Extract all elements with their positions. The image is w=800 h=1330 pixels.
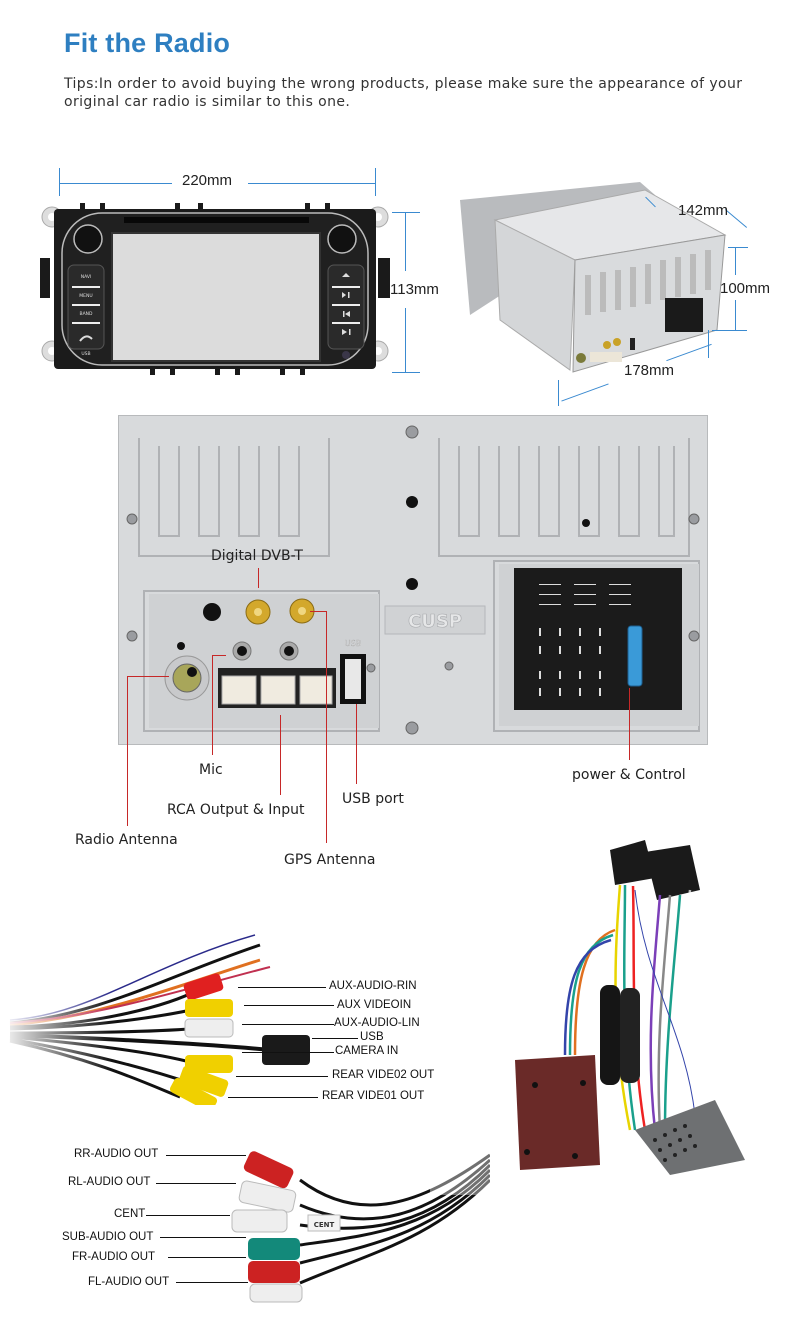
gps-antenna-label: GPS Antenna [284,852,376,868]
cent-tag: CENT [314,1221,335,1229]
aux-lin-leader [242,1024,334,1025]
usb-leader [312,1038,358,1039]
fl-leader [176,1282,248,1283]
rca-label: RCA Output & Input [167,802,305,818]
camera-in-label: CAMERA IN [335,1045,399,1057]
rear-video1-out-label: REAR VIDE01 OUT [322,1090,425,1102]
width-r-line-a [561,383,609,402]
usb-label: USB [360,1031,384,1043]
width-r-tick-a [558,380,559,406]
radio-antenna-callout-h [127,676,169,677]
mic-callout-h [212,655,226,656]
usb-emboss: USB [345,639,361,648]
radio-antenna-callout-v [127,676,128,826]
width-r-tick-b [708,330,709,358]
power-control-label: power & Control [572,767,686,783]
width-dimension-line-right [248,183,376,184]
aux-audio-lin-label: AUX-AUDIO-LIN [334,1017,420,1029]
head-unit-front-image: NAVI MENU BAND USB [40,203,390,375]
side-height-label: 100mm [720,280,771,297]
aux-rin-leader [238,987,326,988]
width-dimension-line-left [60,183,172,184]
usb-port-label: USB [81,351,90,357]
height-r-bottom [735,300,736,330]
navi-button-label: NAVI [81,274,92,280]
front-width-label: 220mm [182,172,233,189]
side-width-label: 178mm [624,362,675,379]
aux-videoin-label: AUX VIDEOIN [337,999,412,1011]
gps-callout-h [310,611,326,612]
height-tick-bottom [392,372,420,373]
height-line-top [405,213,406,271]
front-height-label: 113mm [390,281,439,298]
audio-harness-image: CENT [231,1135,490,1303]
rr-leader [166,1155,246,1156]
fr-leader [168,1257,246,1258]
usb-port-label: USB port [342,791,404,807]
cent-leader [146,1215,230,1216]
rear-video2-leader [236,1076,328,1077]
dvbt-callout [258,568,259,588]
rr-audio-out-label: RR-AUDIO OUT [74,1148,159,1160]
fr-audio-out-label: FR-AUDIO OUT [72,1251,156,1263]
height-r-top [735,247,736,275]
height-r-tick-top [728,247,748,248]
height-line-bottom [405,308,406,372]
mic-callout-v [212,655,213,755]
rca-callout [280,715,281,795]
rear-panel-image: CUSP USB [118,415,708,745]
height-r-tick-bottom [712,330,747,331]
menu-button-label: MENU [79,293,92,299]
height-tick-top [392,212,420,213]
cent-label: CENT [114,1208,146,1220]
dvbt-label: Digital DVB-T [211,548,303,564]
rear-video1-leader [228,1097,318,1098]
head-unit-rear-3d-image [460,182,727,373]
power-callout [629,688,630,760]
rl-audio-out-label: RL-AUDIO OUT [68,1176,151,1188]
rl-leader [156,1183,236,1184]
radio-antenna-label: Radio Antenna [75,832,178,848]
band-button-label: BAND [80,311,94,317]
iso-harness-image [515,840,745,1175]
rear-video2-out-label: REAR VIDE02 OUT [332,1069,435,1081]
width-tick-right [375,168,376,196]
camera-in-leader [242,1052,334,1053]
aux-audio-rin-label: AUX-AUDIO-RIN [329,980,417,992]
gps-callout-v [326,611,327,843]
fl-audio-out-label: FL-AUDIO OUT [88,1276,170,1288]
aux-videoin-leader [244,1005,334,1006]
width-tick-left [59,168,60,196]
side-depth-label: 142mm [678,202,729,219]
sub-leader [160,1237,246,1238]
usb-callout [356,704,357,784]
mic-label: Mic [199,762,223,778]
tips-text: Tips:In order to avoid buying the wrong … [64,76,743,110]
sub-audio-out-label: SUB-AUDIO OUT [62,1231,154,1243]
brand-emboss: CUSP [408,611,462,632]
page-title: Fit the Radio [64,28,231,58]
